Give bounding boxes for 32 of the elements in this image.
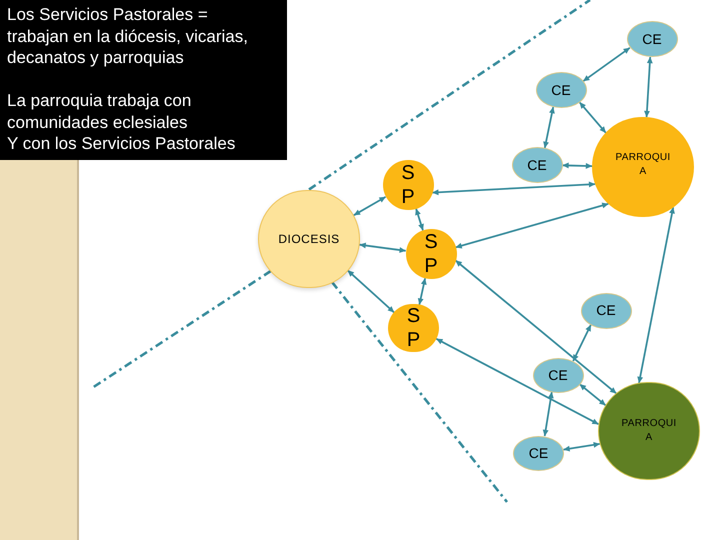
double-arrow xyxy=(418,278,427,305)
double-arrow xyxy=(637,206,675,384)
dash-dot-line xyxy=(331,281,508,503)
double-arrow xyxy=(415,208,424,231)
double-arrow xyxy=(347,270,395,314)
ellipse-node: CE xyxy=(512,147,562,183)
double-arrow xyxy=(582,47,630,82)
ellipse-node: CE xyxy=(626,21,678,57)
double-arrow xyxy=(436,338,599,425)
double-arrow xyxy=(644,56,653,118)
double-arrow xyxy=(578,102,606,134)
paragraph: La parroquia trabaja con comunidades eclesiales xyxy=(7,90,192,133)
ellipse-node: CE xyxy=(532,358,584,392)
paragraph: Los Servicios Pastorales = trabajan en la diócesis, vicarias, decanatos y parroquias xyxy=(7,4,249,68)
double-arrow xyxy=(579,384,606,406)
text-panel xyxy=(0,0,287,160)
double-arrow xyxy=(562,162,592,169)
double-arrow xyxy=(353,196,386,216)
dash-dot-line xyxy=(308,0,591,191)
double-arrow xyxy=(455,260,617,394)
ellipse-node: CE xyxy=(513,436,564,470)
ellipse-node: CE xyxy=(536,72,586,108)
double-arrow xyxy=(572,324,592,362)
paragraph: Y con los Servicios Pastorales xyxy=(7,133,236,154)
double-arrow xyxy=(543,106,555,148)
ellipse-node: CE xyxy=(580,292,632,328)
double-arrow xyxy=(563,442,600,452)
double-arrow xyxy=(542,392,554,436)
dash-dot-line xyxy=(91,270,272,390)
double-arrow xyxy=(359,242,406,253)
double-arrow xyxy=(455,202,609,249)
double-arrow xyxy=(432,182,596,196)
